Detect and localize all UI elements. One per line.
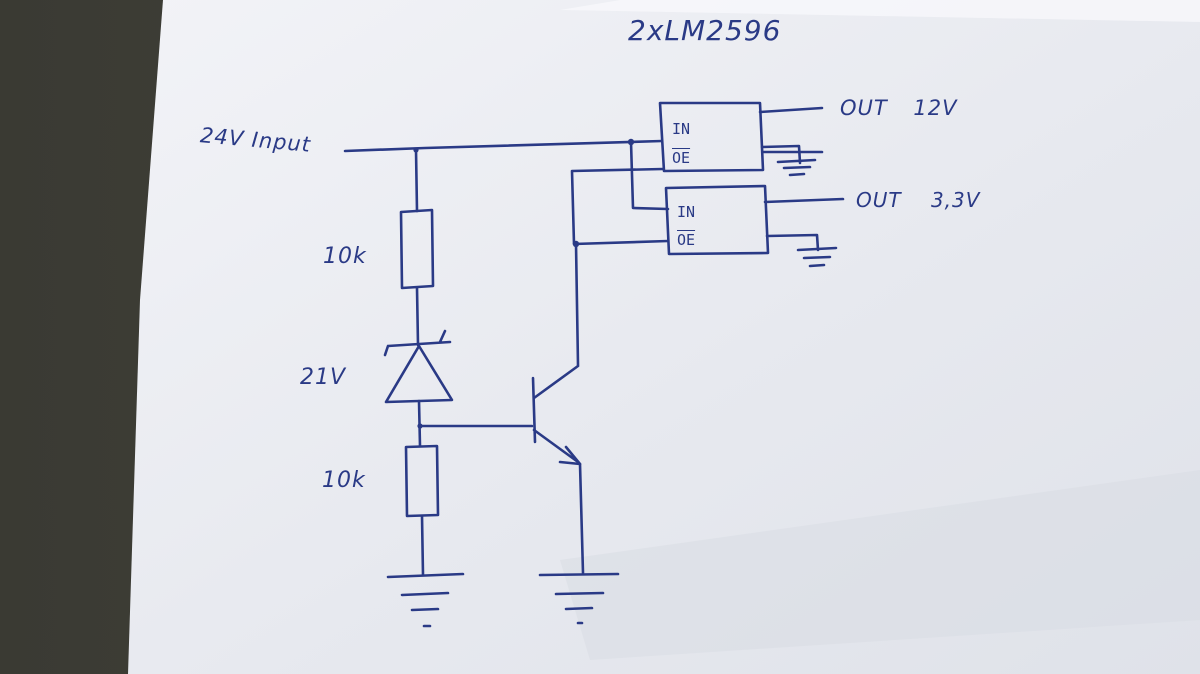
reg2-ground-symbol bbox=[796, 246, 838, 268]
reg2-output-label: OUT 3,3V bbox=[856, 188, 981, 212]
collector-wire bbox=[574, 242, 580, 367]
reg2-pin-oe: OE bbox=[677, 231, 696, 249]
reg1-gnd-wire bbox=[760, 144, 802, 165]
reg1-out-wire bbox=[758, 106, 824, 114]
resistor-bottom-label: 10k bbox=[322, 468, 366, 493]
input-rail-wire bbox=[343, 139, 664, 153]
regulator-1-box bbox=[658, 101, 765, 173]
reg2-in-wire bbox=[629, 140, 670, 211]
reg2-pin-in: IN bbox=[677, 203, 696, 221]
resistor-bottom bbox=[404, 444, 440, 518]
oe-bus-wire bbox=[570, 167, 670, 246]
right-ground-symbol bbox=[538, 572, 620, 625]
reg1-pin-in: IN bbox=[672, 120, 691, 138]
resistor-top bbox=[399, 208, 435, 290]
zener-label: 21V bbox=[300, 365, 347, 390]
left-ground-symbol bbox=[386, 572, 465, 628]
reg2-gnd-wire bbox=[765, 233, 820, 252]
diagram-title: 2xLM2596 bbox=[628, 14, 782, 47]
reg2-out-wire bbox=[763, 197, 845, 204]
reg1-pin-oe: OE bbox=[672, 149, 691, 167]
regulator-2-box bbox=[664, 184, 770, 256]
reg1-ground-symbol bbox=[776, 158, 817, 177]
emitter-wire bbox=[578, 462, 585, 575]
resistor-top-label: 10k bbox=[323, 244, 367, 269]
zener-diode bbox=[383, 329, 454, 404]
junction-dots bbox=[413, 138, 635, 429]
reg1-output-label: OUT 12V bbox=[840, 96, 958, 120]
left-branch-wire bbox=[414, 148, 419, 213]
